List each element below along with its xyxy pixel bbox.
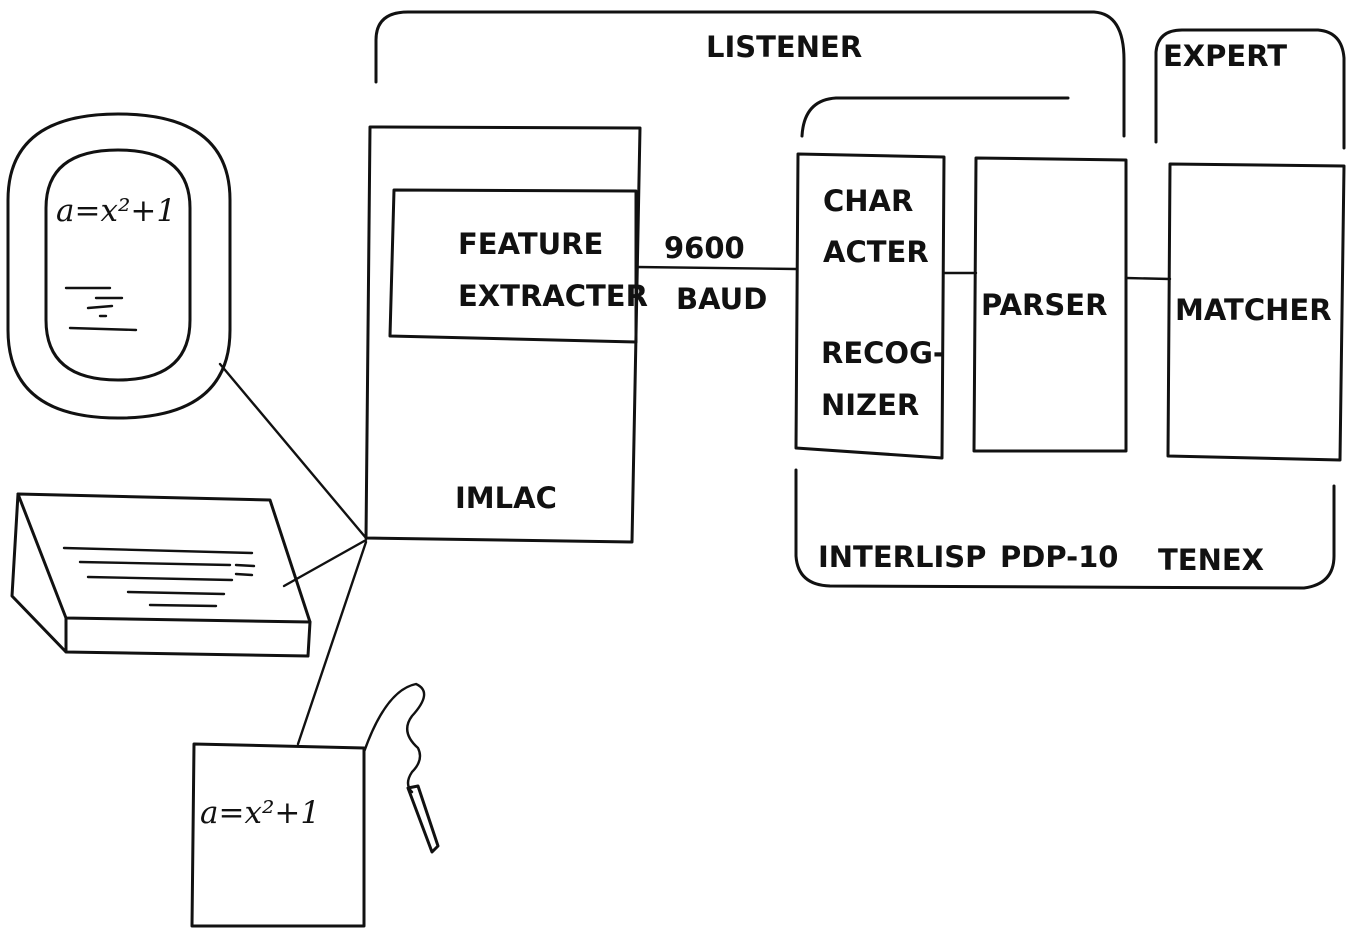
keyboard [10, 492, 312, 658]
imlac-label: IMLAC [455, 481, 557, 515]
serial-link-line [634, 265, 798, 271]
tablet-formula: a=x²+1 [200, 795, 320, 831]
tablet-body [190, 742, 366, 928]
char-label-1: CHAR [823, 184, 913, 218]
char-label-4: NIZER [821, 388, 919, 422]
parser-label: PARSER [981, 288, 1107, 322]
link-unit: BAUD [676, 282, 767, 316]
platform-interlisp: INTERLISP [818, 540, 986, 574]
stylus-pen [362, 682, 440, 854]
imlac-box [364, 125, 642, 544]
keyboard-top [16, 492, 312, 624]
display-outer-frame [6, 112, 232, 420]
parser-box [972, 156, 1128, 453]
tablet: a=x²+1 [190, 742, 366, 928]
display-screen [44, 148, 192, 382]
stylus-cord [362, 682, 426, 794]
display-monitor: a=x²+1 [6, 112, 232, 420]
tablet-to-imlac-line [296, 540, 368, 746]
char-label-2: ACTER [823, 235, 929, 269]
display-formula: a=x²+1 [56, 193, 176, 229]
keyboard-to-imlac-line [282, 538, 368, 588]
pdp10-top-bracket [800, 96, 1070, 138]
feature-extracter-box [388, 188, 638, 344]
display-scribble [64, 286, 138, 332]
keyboard-keys [62, 546, 256, 608]
parser-matcher-line [1124, 276, 1172, 281]
char-recognizer-box [794, 152, 946, 460]
listener-bracket [374, 10, 1126, 138]
keyboard-side [10, 492, 312, 658]
matcher-box [1166, 162, 1346, 462]
listener-label: LISTENER [706, 30, 862, 64]
extracter-label: EXTRACTER [458, 279, 648, 313]
expert-label: EXPERT [1163, 39, 1287, 73]
expert-bracket [1154, 28, 1346, 150]
stylus-body [406, 784, 440, 854]
matcher-label: MATCHER [1175, 293, 1332, 327]
platform-tenex: TENEX [1158, 543, 1264, 577]
feature-label: FEATURE [458, 227, 603, 261]
pdp10-bottom-bracket [794, 468, 1336, 590]
platform-pdp10: PDP-10 [1000, 540, 1118, 574]
char-label-3: RECOG- [821, 336, 945, 370]
link-rate: 9600 [664, 231, 745, 265]
display-to-imlac-line [218, 362, 368, 540]
